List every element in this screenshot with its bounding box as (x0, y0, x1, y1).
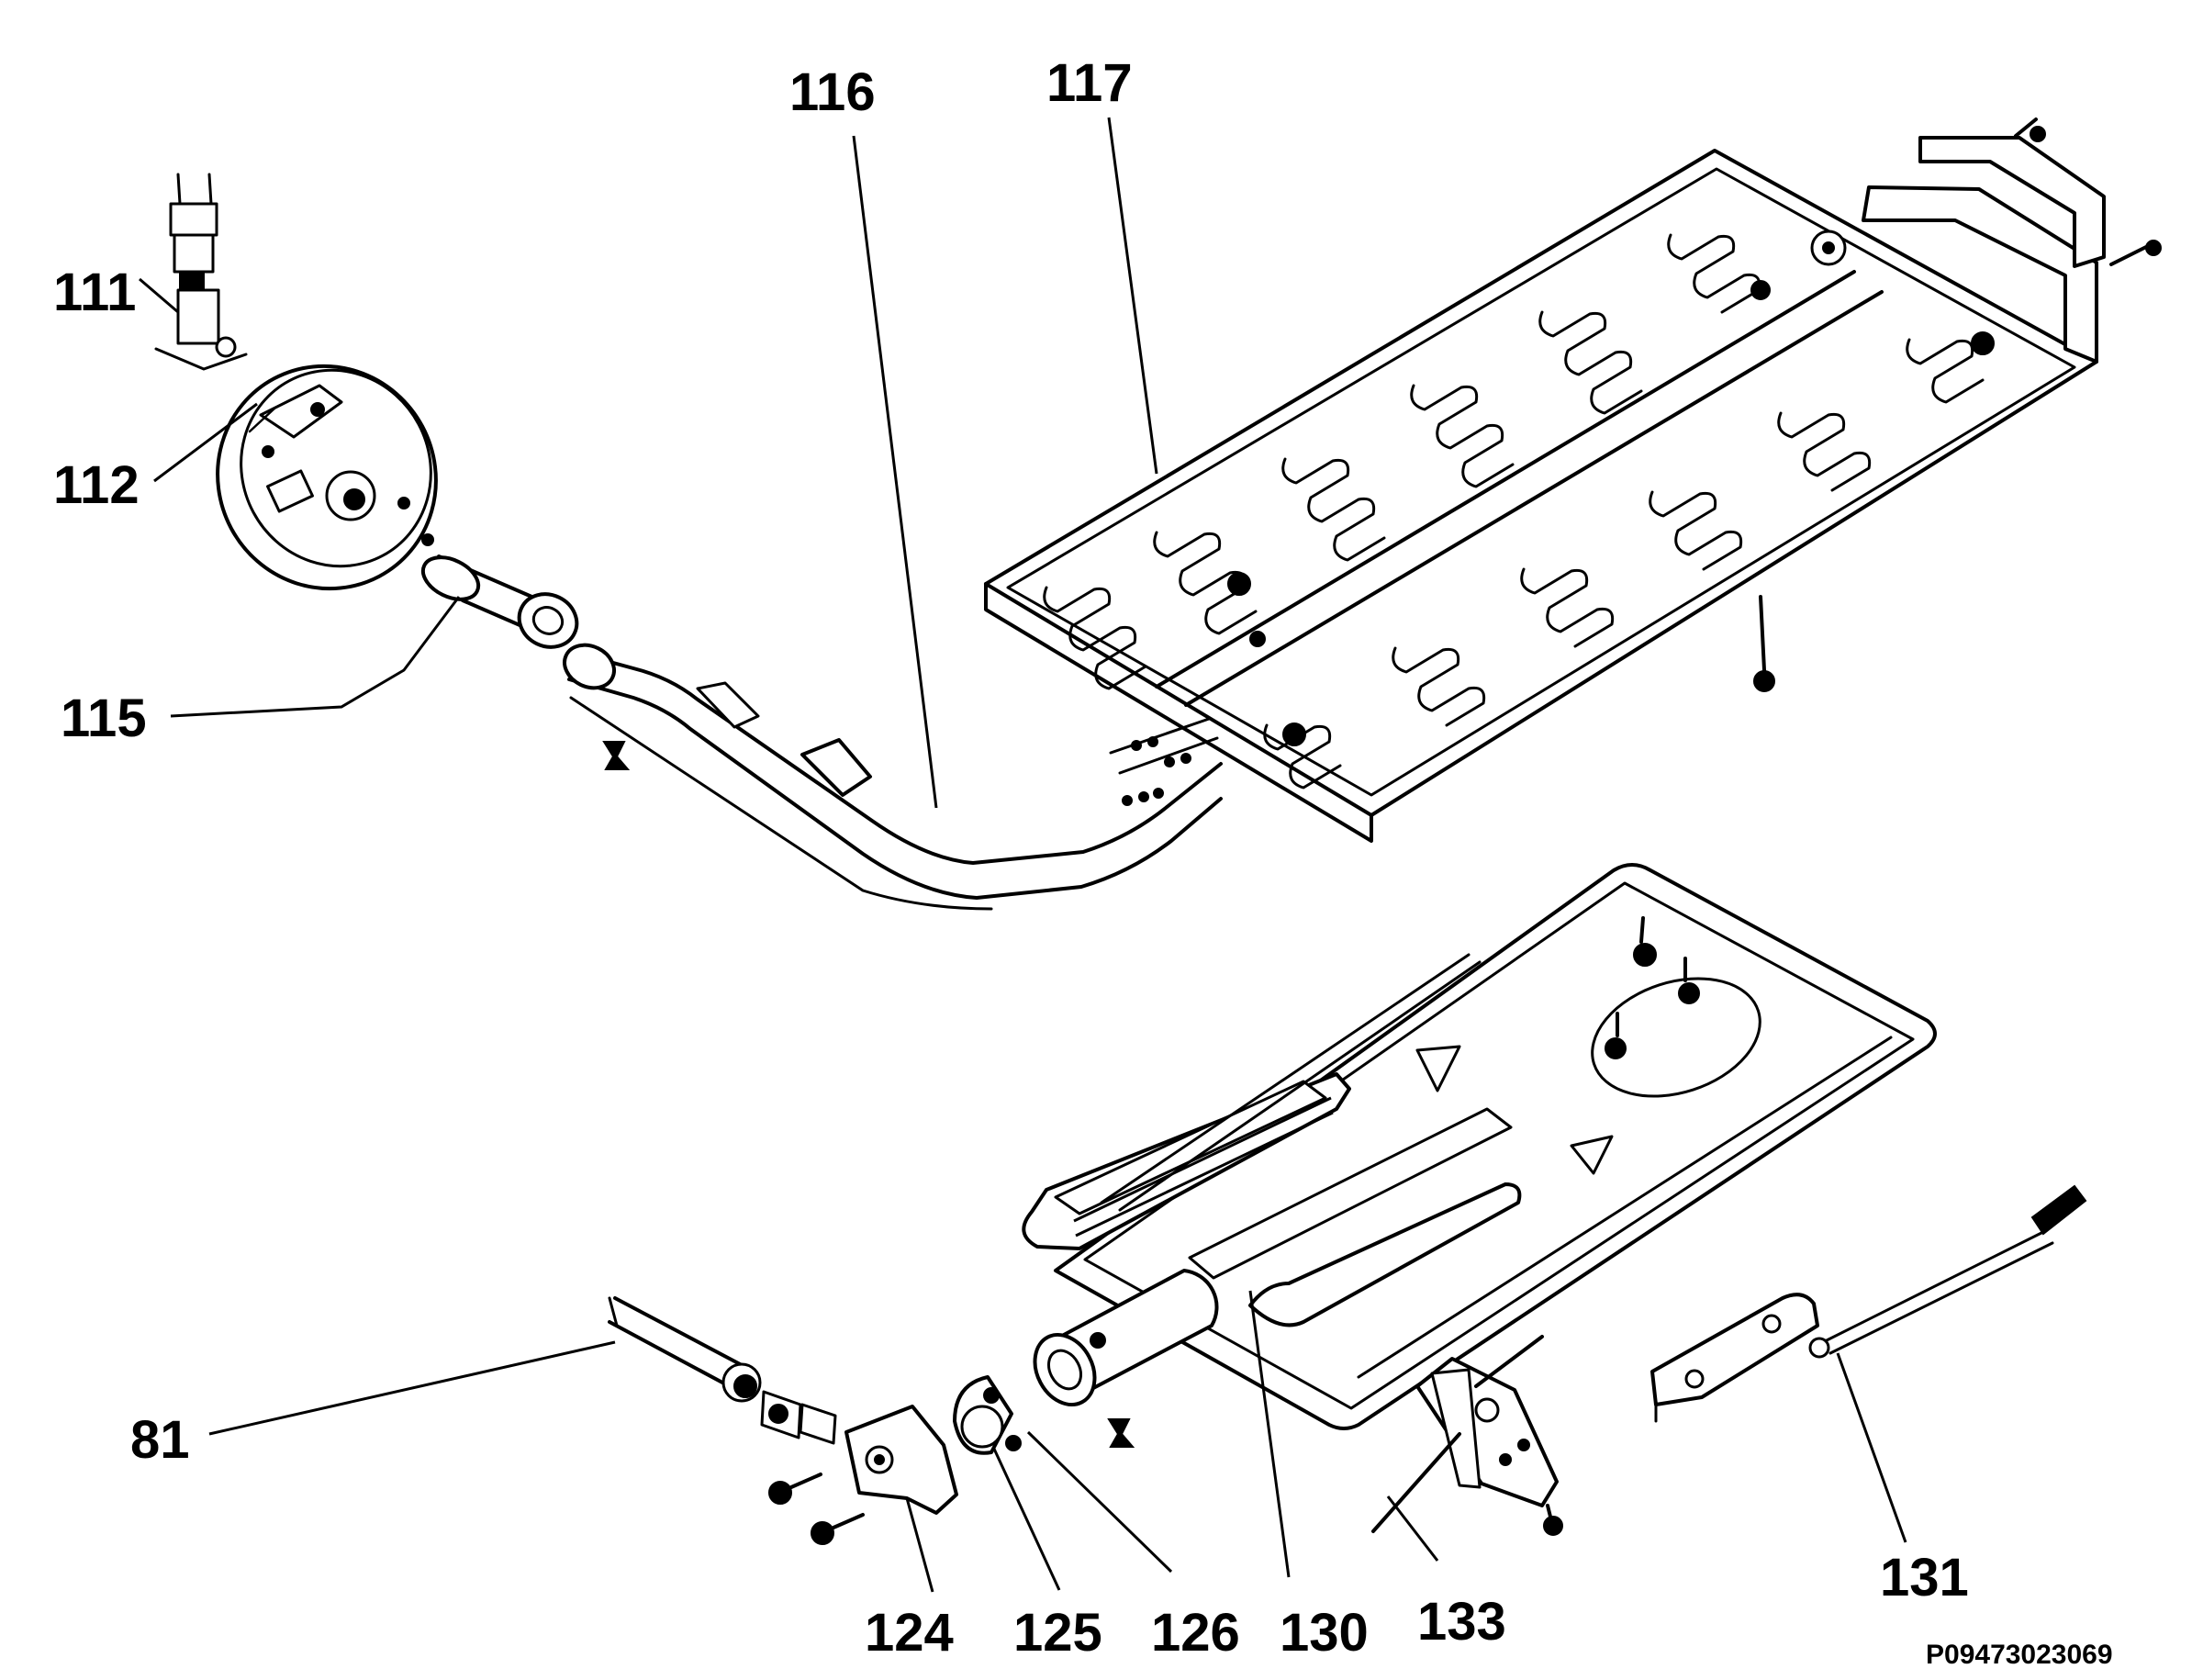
callout-125: 125 (1013, 1603, 1102, 1663)
cylinder-part (420, 533, 579, 649)
callout-111: 111 (53, 263, 136, 322)
gas-line-part (608, 1296, 837, 1445)
callout-130: 130 (1280, 1603, 1369, 1663)
thermocouple-bracket-part (1650, 1184, 2087, 1423)
ring-part (953, 1375, 1022, 1455)
callout-81: 81 (130, 1410, 190, 1470)
bracket-part (768, 1405, 958, 1545)
lower-cylinder-part (1033, 1269, 1219, 1448)
radiant-plate-part (984, 118, 2162, 843)
drawing-number: P09473023069 (1926, 1640, 2113, 1670)
callout-116: 116 (789, 62, 876, 122)
callout-131: 131 (1880, 1548, 1969, 1607)
callout-labels: 111 112 115 116 117 81 124 125 126 130 1… (53, 53, 2113, 1670)
callout-115: 115 (61, 689, 147, 748)
burner-tube-part (563, 643, 1223, 911)
valve-fitting-part (154, 173, 248, 371)
callout-124: 124 (865, 1603, 954, 1663)
burner-disc-part (216, 364, 438, 591)
base-plate-part (1022, 863, 1937, 1430)
callout-126: 126 (1151, 1603, 1240, 1663)
igniter-part (1371, 1335, 1563, 1536)
callout-117: 117 (1046, 53, 1133, 113)
leader-lines (139, 117, 1907, 1593)
callout-112: 112 (53, 455, 140, 515)
callout-133: 133 (1417, 1592, 1506, 1652)
